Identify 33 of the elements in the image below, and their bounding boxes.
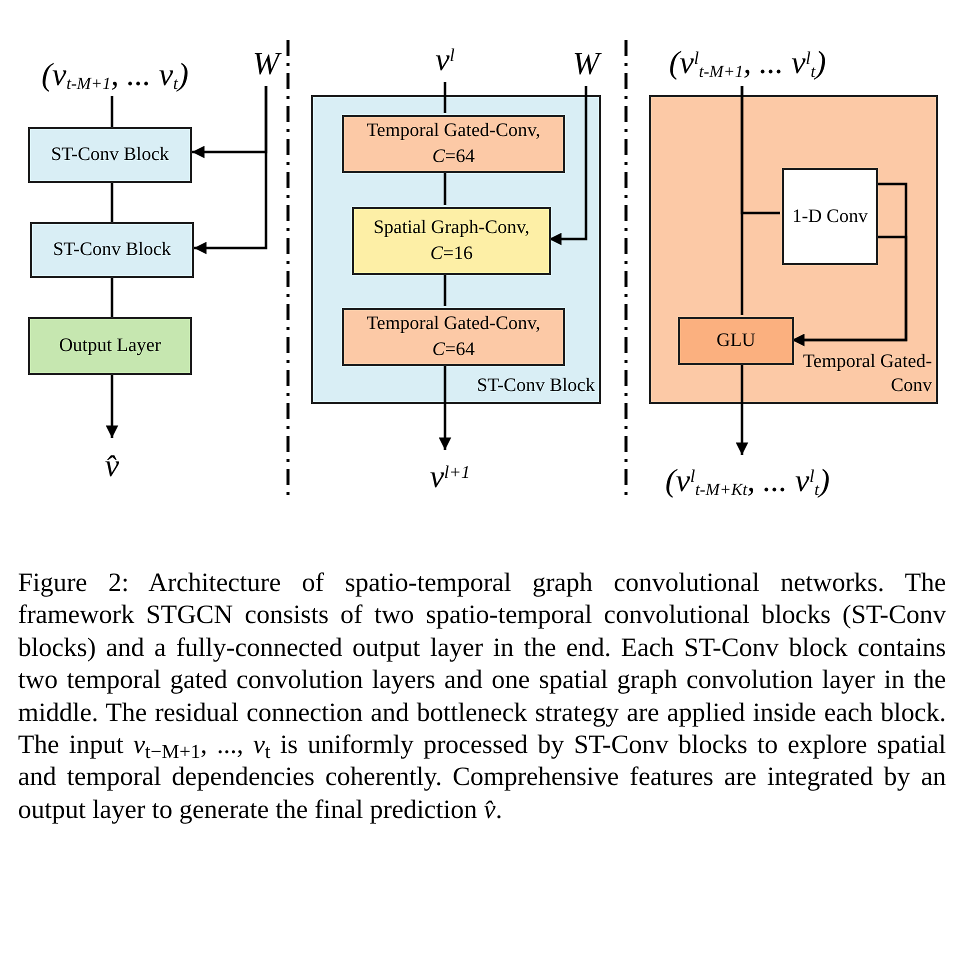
arrow xyxy=(792,236,908,346)
process-box: GLU xyxy=(678,317,794,365)
arrow xyxy=(194,86,268,254)
connector-line xyxy=(110,183,114,222)
block-container xyxy=(649,95,938,404)
arrow xyxy=(736,363,748,455)
process-box: ST-Conv Block xyxy=(30,222,194,278)
block-title: Temporal Gated-Conv xyxy=(802,350,932,398)
math-label: (v$_{t-M+1}$, ... v$_{t}$) xyxy=(25,52,205,96)
math-label: v$^{l}$ xyxy=(420,36,470,82)
block-title: ST-Conv Block xyxy=(476,374,595,398)
math-label: v̂ xyxy=(97,438,127,492)
connector-line xyxy=(110,96,114,127)
arrow xyxy=(106,375,118,438)
connector-line xyxy=(444,273,446,306)
connector-line xyxy=(740,86,780,214)
connector-line xyxy=(110,278,114,317)
process-box: Spatial Graph-Conv, C=16 xyxy=(352,207,551,275)
math-label: v$^{l+1}$ xyxy=(405,450,495,502)
block-container xyxy=(311,95,601,404)
arrow xyxy=(438,364,452,450)
process-box: ST-Conv Block xyxy=(28,127,192,183)
process-box: Output Layer xyxy=(28,317,192,375)
connector-line xyxy=(444,171,446,205)
process-box: Temporal Gated-Conv, C=64 xyxy=(342,308,565,366)
process-box: Temporal Gated-Conv, C=64 xyxy=(342,115,565,173)
math-label: (v$^{l}$$_{t-M+1}$, ... v$^{l}$$_{t}$) xyxy=(640,38,855,86)
arrow xyxy=(549,86,588,246)
figure-caption: Figure 2: Architecture of spatio-temporal graph convolutional networks. The framework STGCN consists of two spatio-temporal convolutional blocks (ST-Conv blocks) and a fully-connected output layer in the end. Each ST-Conv block contains two temporal gated convolution layers and one spatial graph convolution layer in the middle. The residual connection and bottleneck strategy are applied inside each block. The input v$_{t−M+1}$, ..., v$_{t}$ is uniformly processed by ST-Conv blocks to explore spatial and temporal dependencies coherently. Comprehensive features are integrated by an output layer to generate the final prediction v̂. xyxy=(18,566,946,826)
process-box: 1-D Conv xyxy=(782,168,878,265)
math-label: W xyxy=(568,40,604,86)
math-label: W xyxy=(248,40,284,86)
connector-line xyxy=(444,82,446,113)
